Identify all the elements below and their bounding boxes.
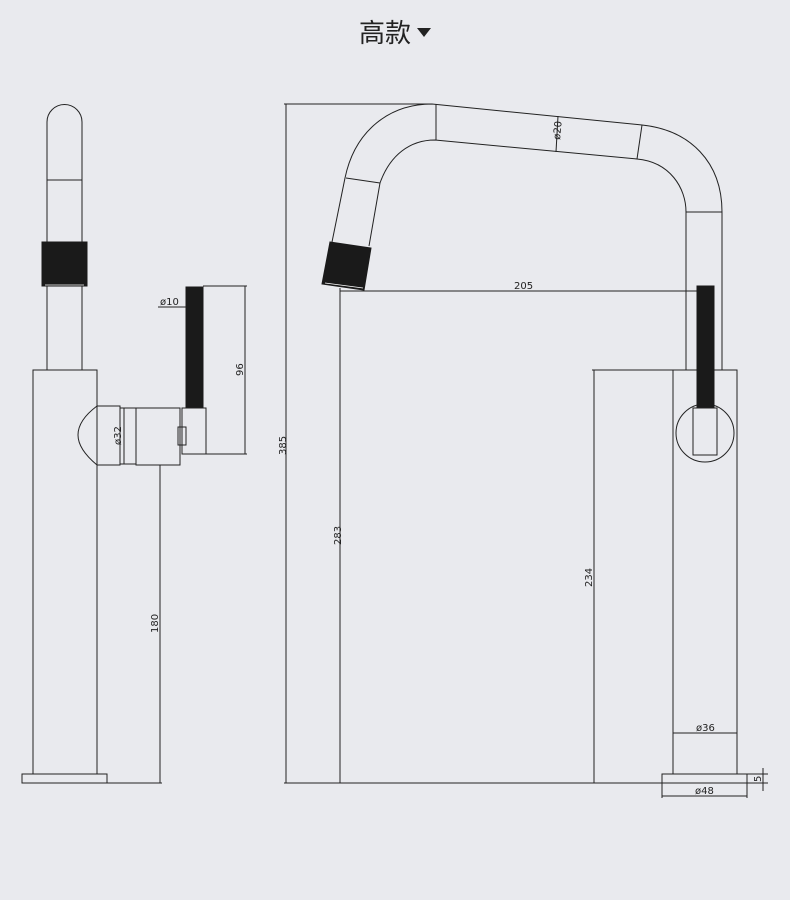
label-d205: 205 [514,281,533,292]
front-lever-block [692,407,718,456]
side-aerator-ring [41,241,88,287]
dropdown-triangle-icon [417,28,431,37]
label-d5: 5 [753,776,764,782]
side-spout-tube [46,104,83,370]
side-lever-block [181,407,207,455]
spout-outer-contour [331,103,723,370]
title-text: 高款 [358,19,411,49]
front-lever-disc [675,403,735,463]
side-view [21,104,247,784]
front-aerator-ring [321,241,372,291]
label-d96: 96 [235,363,246,376]
label-d10: ø10 [160,297,179,308]
front-body-column [672,369,738,775]
side-lever-mount [77,405,121,466]
spout-seam-1 [345,177,381,184]
front-lever-rod [696,285,715,408]
diagram-title: 高款 [0,14,790,54]
dim-line-d20 [555,115,559,153]
front-aerator-edge [324,282,364,289]
dimension-labels: ø10 96 ø32 180 385 283 ø20 205 234 ø36 ø… [113,121,764,797]
label-d48: ø48 [695,786,714,797]
front-base-plate [661,773,748,784]
side-lever-cylinder [135,407,181,466]
label-d36: ø36 [696,723,715,734]
label-d180: 180 [150,614,161,633]
label-d20: ø20 [552,121,565,141]
label-d32: ø32 [113,426,124,445]
label-d283: 283 [333,526,344,545]
front-view [284,103,768,798]
side-lever-rod [185,286,204,408]
label-d385: 385 [278,436,289,455]
side-body-column [32,369,98,775]
spout-inner-contour [368,139,687,370]
side-base-plate [21,773,108,784]
spout-seam-3 [636,124,643,160]
label-d234: 234 [584,568,595,587]
